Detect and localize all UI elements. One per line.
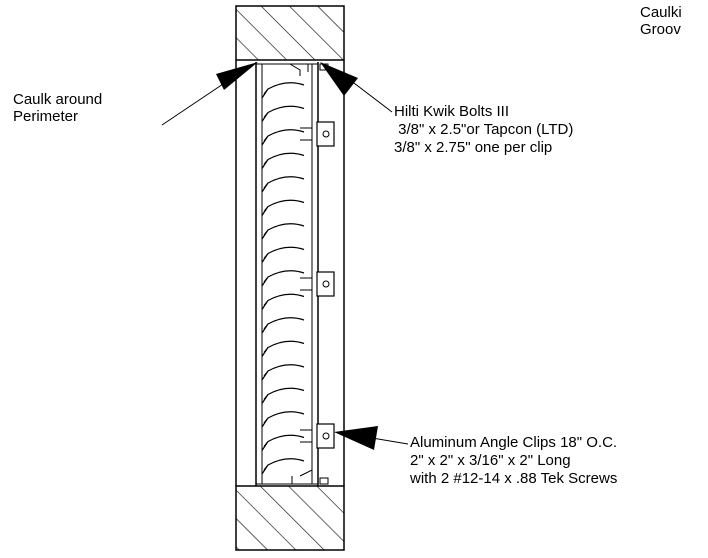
angle-clip-2 [300, 271, 335, 297]
louver-blade [261, 458, 305, 475]
louver-blades [261, 82, 305, 475]
louver-blade [261, 340, 305, 357]
louver-blade [261, 387, 305, 404]
louver-blade [261, 246, 305, 263]
louver-blade [261, 105, 305, 122]
louver-blade [261, 176, 305, 193]
caulking-groove-label: Caulki Groov [640, 4, 686, 38]
hilti-kwik-bolts-label: Hilti Kwik Bolts III 3/8" x 2.5"or Tapco… [394, 103, 578, 156]
louver-blade [261, 293, 305, 310]
louver-blade [261, 270, 305, 287]
louver-blade [261, 411, 305, 428]
louver-blade [261, 317, 305, 334]
louver-blade [261, 199, 305, 216]
louver-blade [261, 223, 305, 240]
louver-blade [261, 434, 305, 451]
clips-leader-arrow [334, 426, 409, 450]
caulk-around-perimeter-label: Caulk around Perimeter [13, 91, 106, 125]
sill-masonry-hatch [235, 485, 345, 551]
angle-clip-3 [300, 423, 335, 449]
louver-blade [261, 364, 305, 381]
louver-blade [261, 152, 305, 169]
hilti-leader-arrow [320, 62, 393, 113]
head-masonry-hatch [235, 5, 345, 61]
caulk-leader-arrow [161, 62, 258, 126]
louver-blade [261, 129, 305, 146]
angle-clip-1 [300, 121, 335, 147]
aluminum-angle-clips-label: Aluminum Angle Clips 18" O.C. 2" x 2" x … [409, 434, 621, 487]
louver-blade [261, 82, 305, 99]
